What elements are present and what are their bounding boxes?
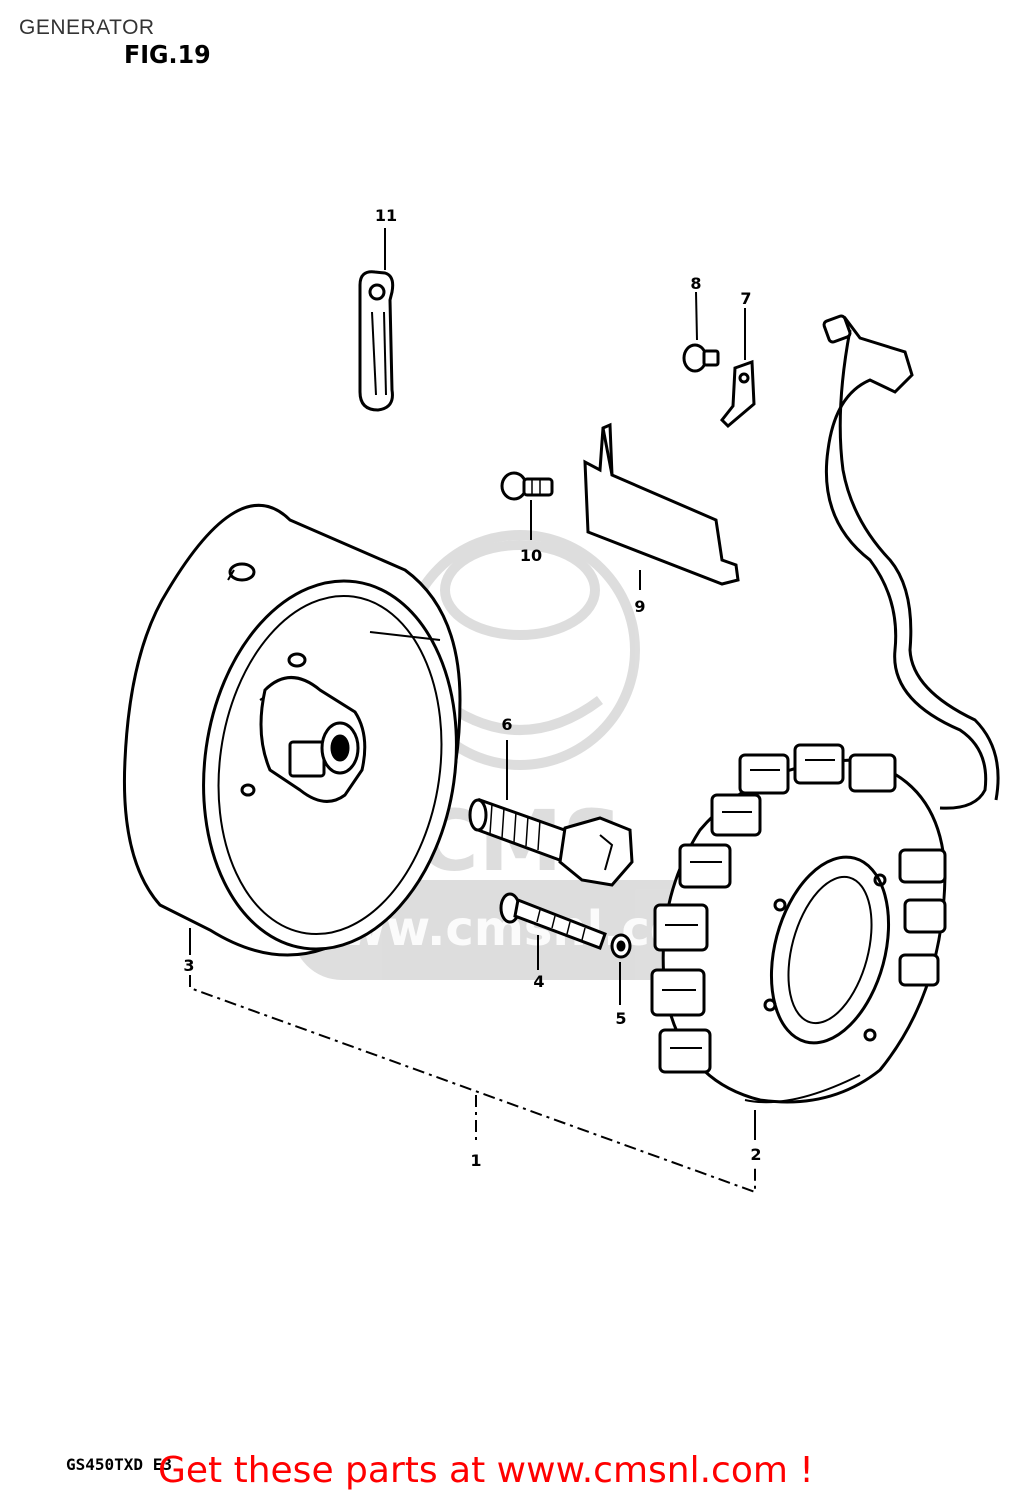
lead-wire [822, 314, 1000, 810]
page-title: GENERATOR [19, 16, 155, 39]
callout-10: 10 [520, 546, 542, 565]
footer-link[interactable]: Get these parts at www.cmsnl.com ! [158, 1450, 814, 1491]
callout-5: 5 [615, 1009, 626, 1028]
callout-11: 11 [375, 206, 397, 225]
model-code: GS450TXD E3 [66, 1455, 172, 1474]
callout-3: 3 [183, 956, 194, 975]
stator-part-2[interactable] [650, 743, 947, 1104]
figure-label: FIG.19 [124, 40, 211, 69]
screw-part-8[interactable] [682, 343, 720, 373]
screw-part-10[interactable] [500, 471, 554, 501]
part-callouts: 11 8 7 10 9 6 4 5 3 1 2 [183, 206, 761, 1170]
callout-8: 8 [690, 274, 701, 293]
washer-part-5[interactable] [610, 933, 632, 959]
bracket-part-7[interactable] [719, 359, 756, 429]
clamp-part-11[interactable] [358, 270, 395, 412]
rotor-bolt-part-6[interactable] [468, 797, 634, 887]
callout-9: 9 [634, 597, 645, 616]
callout-6: 6 [501, 715, 512, 734]
rotor-hub [240, 652, 367, 803]
screw-part-4[interactable] [499, 892, 607, 950]
callout-4: 4 [533, 972, 544, 991]
callout-7: 7 [740, 289, 751, 308]
callout-1: 1 [470, 1151, 481, 1170]
plate-part-9[interactable] [583, 422, 740, 586]
leader-lines [189, 228, 756, 1194]
callout-2: 2 [750, 1145, 761, 1164]
